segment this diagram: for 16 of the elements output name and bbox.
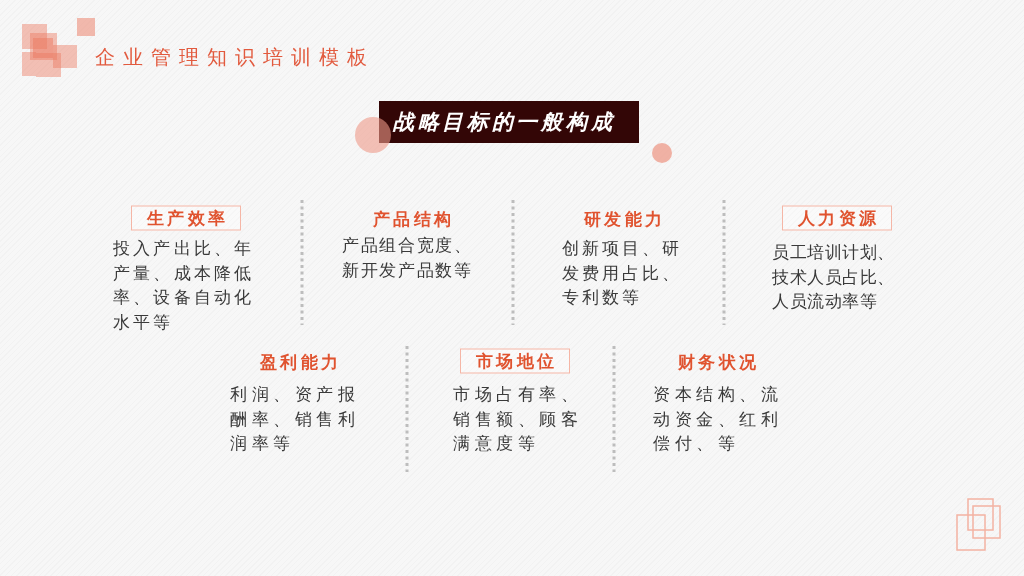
section-heading: 产品结构 <box>371 208 455 230</box>
section-description: 利润、资产报酬率、销售利润率等 <box>230 383 360 455</box>
section-description: 市场占有率、销售额、顾客满意度等 <box>453 383 583 455</box>
section-heading: 盈利能力 <box>258 351 342 373</box>
section-heading: 市场地位 <box>460 348 570 374</box>
section-heading: 生产效率 <box>131 205 241 231</box>
section-heading: 人力资源 <box>782 205 892 231</box>
section-description: 创新项目、研发费用占比、专利数等 <box>562 237 683 309</box>
page-header: 企业管理知识培训模板 <box>95 45 375 69</box>
section-description: 投入产出比、年产量、成本降低率、设备自动化水平等 <box>113 237 256 334</box>
section-description: 产品组合宽度、新开发产品数等 <box>342 234 474 282</box>
section-description: 资本结构、流动资金、红利偿付、等 <box>653 383 783 455</box>
section-heading: 研发能力 <box>582 208 666 230</box>
section-description: 员工培训计划、技术人员占比、人员流动率等 <box>772 241 896 313</box>
title-banner: 战略目标的一般构成 <box>379 101 639 143</box>
section-heading: 财务状况 <box>676 351 760 373</box>
